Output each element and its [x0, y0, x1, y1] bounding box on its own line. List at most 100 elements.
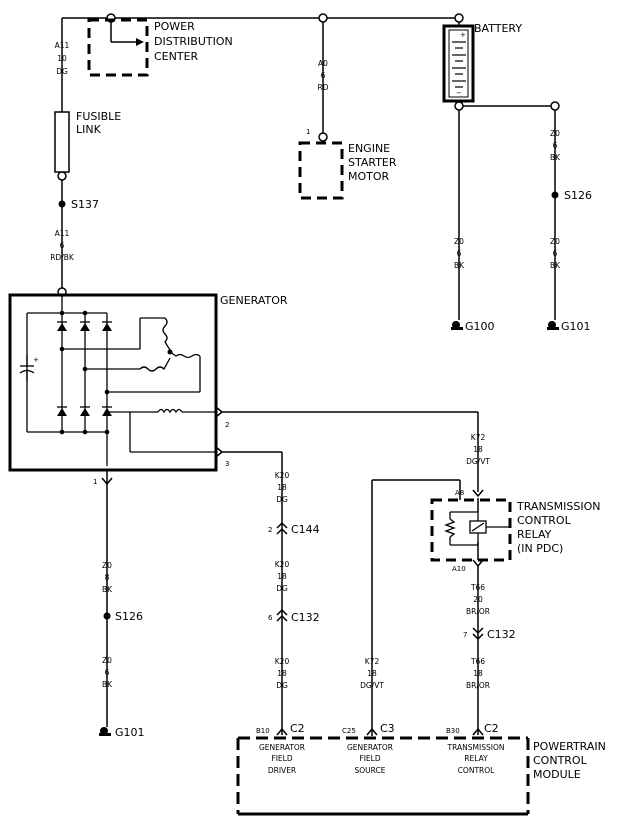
generator-output-wires: [106, 411, 479, 735]
battery-ground-wires: [458, 101, 556, 320]
generator-internals: [19, 296, 215, 466]
wire-z0-bat3-gauge: 6: [553, 249, 558, 258]
relay-label-1: TRANSMISSION: [516, 500, 600, 513]
bus-node-battery: [454, 13, 464, 23]
gen-pin3-label: 3: [225, 460, 229, 468]
wire-a0-color: RD: [318, 83, 329, 92]
pcm-pin-b10: B10: [256, 727, 270, 735]
connector-c144-icon: [276, 521, 288, 535]
wire-z0-gen2-circuit: Z0: [102, 656, 112, 665]
splice-s126-generator-label: S126: [115, 610, 143, 623]
generator-label: GENERATOR: [220, 294, 288, 307]
relay-internals: [444, 511, 510, 546]
connector-c132-k20-pin: 6: [268, 614, 273, 622]
wire-k72-bot-circuit: K72: [365, 657, 380, 666]
pcm-func-trans-relay-3: CONTROL: [458, 766, 495, 775]
wire-t66-2-gauge: 18: [473, 669, 483, 678]
bus-node-a0: [318, 13, 328, 23]
pcm-pin-c25: C25: [342, 727, 356, 735]
wire-z0-bat1-color: BK: [550, 153, 561, 162]
connector-c144-label: C144: [291, 523, 320, 536]
wire-k72-top-circuit: K72: [471, 433, 486, 442]
wire-k20-3-color: DG: [276, 681, 288, 690]
splice-s126-generator: [103, 612, 111, 620]
top-bus: [61, 17, 459, 135]
gen-pin2-label: 2: [225, 421, 229, 429]
stator-center-node: [167, 349, 173, 355]
splice-s126-battery-label: S126: [564, 189, 592, 202]
splice-s137: [58, 200, 66, 208]
ground-g101-battery-label: G101: [561, 320, 591, 333]
relay-pin-a10-icon: [472, 559, 484, 568]
wire-t66-1-gauge: 20: [473, 595, 483, 604]
battery-neg-node: [454, 101, 464, 111]
pdc-box: [87, 18, 149, 77]
wire-t66-1-color: BR/OR: [466, 607, 490, 616]
pcm-label-2: CONTROL: [533, 754, 588, 767]
wire-t66-2-circuit: T66: [470, 657, 485, 666]
pdc-label-3: CENTER: [154, 50, 199, 63]
pcm-pin-b30-conn: C2: [484, 722, 499, 735]
ground-g100-label: G100: [465, 320, 495, 333]
pcm-pin-b30: B30: [446, 727, 460, 735]
relay-pin-a10-label: A10: [452, 565, 466, 573]
wire-z0-bat3-circuit: Z0: [550, 237, 560, 246]
wire-a0-gauge: 6: [321, 71, 326, 80]
connector-c144-pin: 2: [268, 526, 272, 534]
svg-text:−: −: [456, 89, 462, 97]
wire-k72-top-color: DG/VT: [466, 457, 490, 466]
wire-k20-1-color: DG: [276, 495, 288, 504]
rectifier-diodes: [57, 321, 112, 416]
battery-branch-node: [550, 101, 560, 111]
relay-pin-a8-label: A8: [455, 489, 464, 497]
pdc-label-2: DISTRIBUTION: [154, 35, 233, 48]
capacitor-plus: +: [33, 356, 39, 364]
splice-s126-battery: [551, 191, 559, 199]
pcm-label-3: MODULE: [533, 768, 581, 781]
wire-a11-top-color: DG: [56, 67, 68, 76]
wire-a11-bot-gauge: 6: [60, 241, 65, 250]
fusible-link: [54, 111, 70, 290]
relay-box: [430, 498, 512, 562]
pcm-box: [236, 736, 530, 816]
relay-label-3: RELAY: [517, 528, 552, 541]
wire-z0-gen1-circuit: Z0: [102, 561, 112, 570]
battery-label: BATTERY: [474, 22, 522, 35]
ground-g100-icon: [451, 321, 463, 330]
wire-k20-3-gauge: 18: [277, 669, 287, 678]
relay-label-4: (IN PDC): [517, 542, 563, 555]
battery-symbol: + −: [442, 22, 475, 103]
pcm-pin-c25-conn: C3: [380, 722, 395, 735]
wire-z0-bat2-color: BK: [454, 261, 465, 270]
ground-g101-generator-label: G101: [115, 726, 145, 739]
pcm-pin-icons: [276, 727, 484, 736]
connector-c132-t66-label: C132: [487, 628, 516, 641]
pcm-func-gen-source-1: GENERATOR: [347, 743, 393, 752]
relay-wiring: [371, 479, 479, 736]
starter-box: [298, 141, 344, 200]
wire-z0-bat3-color: BK: [550, 261, 561, 270]
generator-box: [8, 293, 218, 472]
pcm-func-gen-source-2: FIELD: [359, 754, 380, 763]
pdc-label-1: POWER: [154, 20, 195, 33]
connector-c132-t66-icon: [472, 627, 484, 641]
relay-label-2: CONTROL: [517, 514, 572, 527]
pcm-func-gen-driver-3: DRIVER: [268, 766, 296, 775]
generator-junction-dots: [59, 310, 110, 435]
wire-k20-3-circuit: K20: [275, 657, 290, 666]
pcm-func-gen-source-3: SOURCE: [355, 766, 386, 775]
pcm-func-gen-driver-2: FIELD: [271, 754, 292, 763]
connector-c132-t66-pin: 7: [463, 631, 467, 639]
pcm-func-gen-driver-1: GENERATOR: [259, 743, 305, 752]
wire-a11-bot-color: RD/BK: [50, 253, 75, 262]
wire-a11-top-circuit: A11: [55, 41, 70, 50]
wire-z0-bat2-circuit: Z0: [454, 237, 464, 246]
svg-text:+: +: [460, 31, 466, 39]
ground-g101-battery-icon: [547, 321, 559, 330]
starter-label-2: STARTER: [348, 156, 397, 169]
wire-a11-bot-circuit: A11: [55, 229, 70, 238]
starter-label-3: MOTOR: [348, 170, 390, 183]
pcm-label-1: POWERTRAIN: [533, 740, 606, 753]
wire-k20-1-circuit: K20: [275, 471, 290, 480]
relay-pin-a8-icon: [472, 489, 484, 498]
